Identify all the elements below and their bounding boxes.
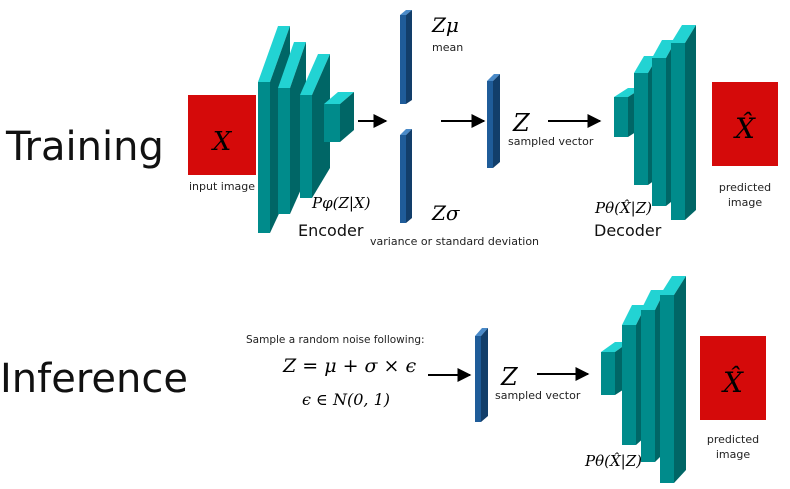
predicted-caption-1: predicted [719, 181, 771, 194]
inference-predicted-symbol: X̂ [721, 366, 744, 399]
inference-z-vector [475, 328, 488, 422]
inference-row-label: Inference [0, 356, 188, 402]
input-image-caption: input image [189, 180, 255, 193]
inference-decoder-formula: Pθ(X̂|Z) [584, 452, 642, 470]
inference-predicted-image-box [700, 336, 766, 420]
inference-decoder-layer-4 [660, 276, 686, 483]
input-image-box [188, 95, 256, 175]
inference-predicted-caption-1: predicted [707, 433, 759, 446]
epsilon-formula: ϵ ∈ N(0, 1) [302, 390, 390, 409]
predicted-image-box [712, 82, 778, 166]
mean-vector [400, 10, 412, 104]
noise-caption: Sample a random noise following: [246, 334, 425, 346]
sampled-z-vector [487, 74, 500, 168]
inference-z-caption: sampled vector [495, 389, 581, 402]
z-caption: sampled vector [508, 135, 594, 148]
decoder-layers [614, 25, 696, 220]
decoder-layer-4 [671, 25, 696, 220]
mean-caption: mean [432, 41, 463, 54]
decoder-label: Decoder [594, 221, 662, 240]
inference-predicted-image: X̂ [700, 336, 766, 420]
predicted-caption-2: image [728, 196, 762, 209]
inference-z-symbol: Z [500, 363, 519, 391]
training-row-label: Training [5, 124, 164, 170]
sigma-symbol: Zσ [431, 201, 461, 225]
sigma-vector [400, 129, 412, 223]
input-image-symbol: X [211, 127, 233, 157]
encoder-formula: Pφ(Z|X) [311, 194, 371, 212]
input-image: X [188, 95, 256, 175]
decoder-formula: Pθ(X̂|Z) [594, 199, 652, 217]
predicted-image-symbol: X̂ [733, 112, 756, 145]
encoder-label: Encoder [298, 221, 364, 240]
sigma-caption: variance or standard deviation [370, 235, 539, 248]
mean-symbol: Zμ [431, 13, 459, 37]
inference-decoder-layers [601, 276, 686, 483]
predicted-image: X̂ [712, 82, 778, 166]
encoder-layer-3 [300, 54, 330, 198]
inference-predicted-caption-2: image [716, 448, 750, 461]
noise-formula: Z = μ + σ × ϵ [282, 355, 417, 377]
encoder-layers [258, 26, 354, 233]
encoder-layer-4 [324, 92, 354, 142]
z-symbol: Z [512, 109, 531, 137]
